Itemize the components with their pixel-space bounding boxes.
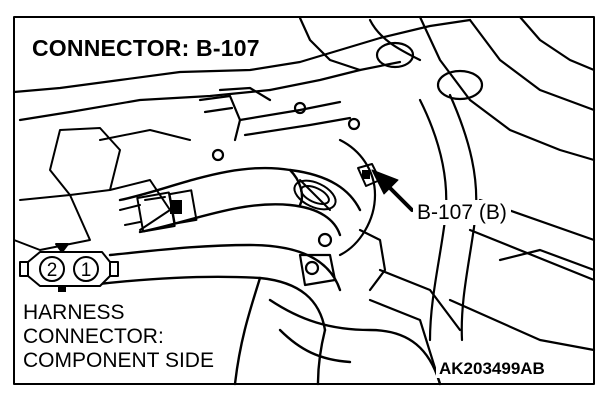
sensor-connector-body: [119, 189, 198, 233]
connector-callout-label: B-107 (B): [413, 200, 511, 225]
harness-caption-line-3: COMPONENT SIDE: [23, 349, 214, 372]
pin-2-label: 2: [47, 260, 58, 281]
figure-id: AK203499AB: [436, 359, 548, 378]
pin-1-label: 1: [81, 260, 92, 281]
harness-caption-line-1: HARNESS: [23, 301, 125, 324]
radiator-pipes: [368, 93, 596, 386]
harness-connector-caption: HARNESS CONNECTOR: COMPONENT SIDE: [21, 301, 218, 373]
callout-arrow: [371, 169, 414, 212]
lower-hose: [268, 298, 442, 386]
harness-connector-symbol: 2 1: [19, 243, 119, 292]
pin-1-circle: [73, 256, 99, 282]
pin-2-circle: [39, 256, 65, 282]
harness-caption-line-2: CONNECTOR:: [23, 325, 164, 348]
connector-title: CONNECTOR: B-107: [26, 35, 264, 62]
engine-block: [12, 15, 596, 162]
figure-frame: [13, 16, 595, 385]
thermostat-housing: [298, 138, 387, 292]
sensor-bracket: [198, 86, 361, 162]
hose-clamp: [293, 179, 337, 211]
